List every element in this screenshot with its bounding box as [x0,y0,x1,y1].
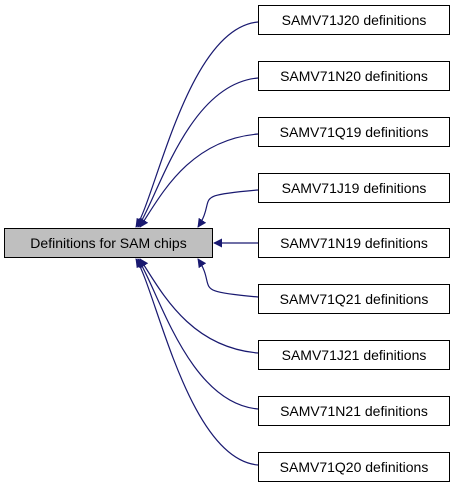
child-node-samv71n20[interactable]: SAMV71N20 definitions [258,61,450,91]
edge-arrow [137,258,259,410]
child-node-samv71q20[interactable]: SAMV71Q20 definitions [258,452,450,482]
child-node-samv71n19[interactable]: SAMV71N19 definitions [258,228,450,258]
edge-arrow [139,258,259,354]
edge-arrow [197,189,259,228]
child-node-samv71j19[interactable]: SAMV71J19 definitions [258,173,450,203]
child-node-samv71j21[interactable]: SAMV71J21 definitions [258,340,450,370]
child-node-samv71q19[interactable]: SAMV71Q19 definitions [258,117,450,147]
child-node-samv71j20[interactable]: SAMV71J20 definitions [258,5,450,35]
edge-arrow [135,21,259,228]
child-node-samv71n21[interactable]: SAMV71N21 definitions [258,396,450,426]
edge-arrow [137,77,259,228]
edge-arrow [135,258,259,466]
child-node-samv71q21[interactable]: SAMV71Q21 definitions [258,284,450,314]
main-node: Definitions for SAM chips [4,228,213,258]
edge-arrow [197,258,259,298]
edge-arrow [139,133,259,228]
